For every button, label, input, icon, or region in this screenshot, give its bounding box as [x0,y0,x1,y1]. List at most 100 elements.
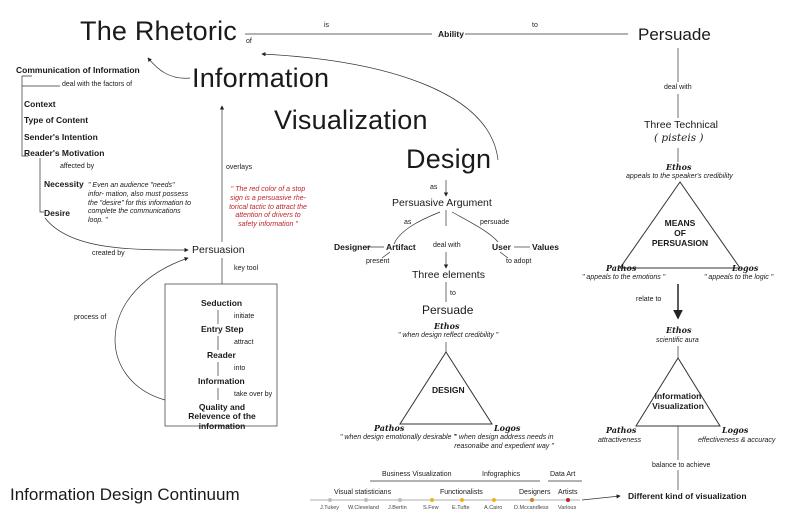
vis-triangle-label-2: Visualization [652,401,704,411]
process-loop-arrow [114,257,189,401]
artifact-node: Artifact [386,242,416,252]
ethos-right-quote: appeals to the speaker's credibility [626,173,733,180]
step-quality: Quality and Relevence of the information [188,402,256,431]
design-pathos-quote: " when design emotionally desirable " [340,434,456,441]
dot-few [430,498,434,502]
design-logos-quote: " when design address needs in reasonalb… [454,434,554,450]
necessity-node: Necessity [44,179,84,189]
group-functionalists: Functionalists [440,489,483,496]
ethos-right-label: Ethos [666,162,692,172]
step-reader: Reader [207,350,236,360]
pathos2-label: Pathos [606,425,637,435]
to-label-middle: to [450,290,456,297]
persuasive-argument-node: Persuasive Argument [392,197,492,209]
desire-quote: " Even an audience "needs" infor- mation… [88,182,192,224]
dot-tukey [328,498,332,502]
continuum-title: Information Design Continuum [10,485,240,504]
pathos-right-quote: " appeals to the emotions " [582,274,666,281]
information-to-rhetoric-arrow [147,57,191,79]
persuasion-triangle [619,181,741,269]
logos-right-label: Logos [732,263,759,273]
communication-bracket [21,75,32,157]
design-logos-label: Logos [494,423,521,433]
desire-node: Desire [44,208,70,218]
persuade-node: Persuade [638,25,711,44]
factor-intention: Sender's Intention [24,132,98,142]
title-of: of [246,38,252,45]
design-ethos-label: Ethos [434,321,460,331]
title-design: Design [406,144,492,174]
band-business: Business Visualization [382,471,452,478]
scientific-aura-label: scientific aura [656,337,699,344]
person-cairo: A.Cairo [484,505,503,511]
different-kind-node: Different kind of visualization [628,491,747,501]
group-artists: Artists [558,489,578,496]
step-link-into: into [234,365,246,372]
key-tool-label: key tool [234,265,259,272]
step-information: Information [198,376,245,386]
user-adopt-line [499,251,509,259]
factor-motivation: Reader's Motivation [24,148,105,158]
group-statisticians: Visual statisticians [334,489,392,496]
means-label-3: PERSUASION [651,238,709,248]
dot-bertin [398,498,402,502]
overlays-label: overlays [226,164,253,171]
balance-label: balance to achieve [652,462,711,469]
factor-type: Type of Content [24,115,89,125]
ability-node: Ability [438,29,464,39]
stop-sign-quote: " The red color of a stop sign is a pers… [229,186,307,228]
design-ethos-quote: " when design reflect credibility " [398,332,499,339]
person-cleveland: W.Cleveland [348,505,379,511]
three-technical-node: Three Technical [644,119,718,131]
factor-context: Context [24,99,56,109]
pisteis-node: ( pisteis ) [654,132,704,144]
as-label: as [430,184,438,191]
persuade-label: persuade [480,219,510,226]
affected-by-bracket [39,158,44,213]
created-by-label: created by [92,250,125,257]
step-link-attract: attract [234,339,254,346]
design-triangle-label: DESIGN [432,385,465,395]
step-seduction: Seduction [201,298,243,308]
design-to-rhetoric-arrow [261,52,499,161]
to-label: to [532,22,538,29]
person-few: S.Few [423,505,439,511]
ethos2-label: Ethos [666,325,692,335]
is-label: is [324,22,330,29]
values-node: Values [532,242,559,252]
person-bertin: J.Bertin [388,505,407,511]
affected-by-label: affected by [60,163,95,170]
logos2-label: Logos [722,425,749,435]
pathos-right-label: Pathos [606,263,637,273]
step-entry: Entry Step [201,324,244,334]
communication-node: Communication of Information [16,65,140,75]
dot-mccandless [530,498,534,502]
step-link-initiate: initiate [234,313,255,320]
deal-with-label: deal with [433,242,461,249]
band-dataart: Data Art [550,471,576,478]
person-tukey: J.Tukey [320,505,340,511]
persuade-middle-node: Persuade [422,303,474,317]
deal-with-factors-label: deal with the factors of [62,81,133,88]
band-infographics: Infographics [482,471,521,478]
dot-cleveland [364,498,368,502]
design-triangle [399,351,493,425]
three-elements-node: Three elements [412,269,485,281]
dot-cairo [492,498,496,502]
group-designers: Designers [519,489,551,496]
argument-branch-right [451,211,499,243]
present-label: present [366,258,390,265]
user-node: User [492,242,511,252]
dot-tufte [460,498,464,502]
as2-label: as [404,219,412,226]
title-rhetoric: The Rhetoric [80,16,237,46]
to-adopt-label: to adopt [506,258,532,265]
dot-various [566,498,570,502]
person-mccandless: D.Mccandless [514,505,549,511]
means-label-1: MEANS [664,218,696,228]
person-various: Various [558,505,577,511]
deal-with-right-label: deal with [664,84,692,91]
logos-right-quote: " appeals to the logic " [704,274,774,281]
